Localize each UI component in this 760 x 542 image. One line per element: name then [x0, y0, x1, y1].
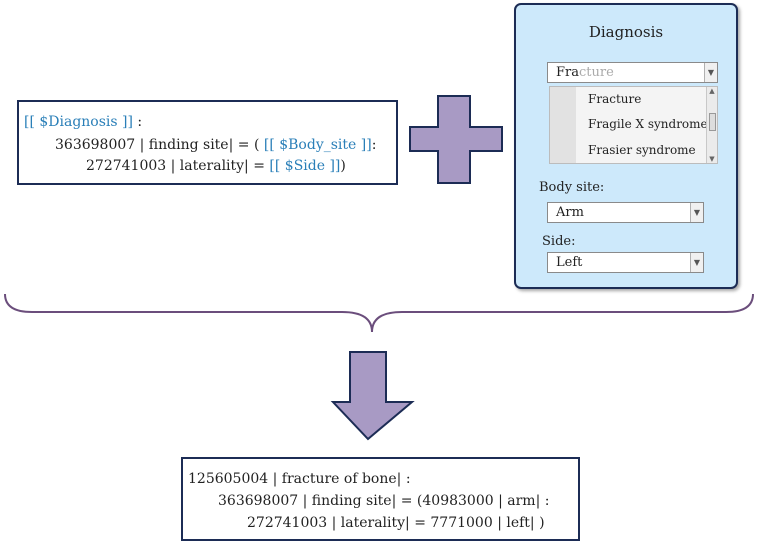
result-line-2: 363698007 | finding site| = (40983000 | …	[218, 493, 550, 509]
chevron-down-icon[interactable]: ▼	[704, 63, 717, 82]
chevron-down-icon[interactable]: ▼	[690, 203, 703, 222]
diagnosis-form-panel: Diagnosis Fracture ▼ Fracture Fragile X …	[514, 3, 738, 289]
diagnosis-search-combobox[interactable]: Fracture ▼	[547, 62, 718, 83]
template-expression-box: [[ $Diagnosis ]] : 363698007 | finding s…	[17, 100, 398, 185]
result-line-3: 272741003 | laterality| = 7771000 | left…	[247, 515, 545, 531]
side-select[interactable]: Left ▼	[547, 252, 704, 273]
arrow-down-icon	[330, 351, 415, 441]
diagnosis-typed-text: Fra	[556, 65, 579, 80]
body-site-placeholder: [[ $Body_site ]]	[263, 137, 372, 153]
concept-code: 363698007	[55, 137, 136, 153]
template-line-3: 272741003 | laterality| = [[ $Side ]])	[86, 158, 346, 174]
plus-icon	[409, 95, 503, 184]
body-site-label: Body site:	[539, 180, 605, 195]
diagnosis-autocomplete-hint: cture	[579, 65, 614, 80]
scroll-up-icon[interactable]: ▲	[709, 87, 715, 95]
template-line-2: 363698007 | finding site| = ( [[ $Body_s…	[55, 137, 377, 153]
scroll-down-icon[interactable]: ▼	[709, 155, 715, 163]
form-title: Diagnosis	[588, 23, 664, 41]
curly-brace-icon	[4, 293, 754, 333]
side-placeholder: [[ $Side ]]	[269, 158, 341, 174]
list-scrollbar[interactable]: ▲ ▼	[706, 87, 717, 163]
scroll-thumb[interactable]	[709, 113, 716, 131]
diagnosis-placeholder: [[ $Diagnosis ]]	[24, 114, 133, 130]
body-site-select[interactable]: Arm ▼	[547, 202, 704, 223]
template-line-1: [[ $Diagnosis ]] :	[24, 114, 143, 130]
diagnosis-suggestion-list[interactable]: Fracture Fragile X syndrome Frasier synd…	[549, 86, 718, 164]
chevron-down-icon[interactable]: ▼	[690, 253, 703, 272]
result-expression-box: 125605004 | fracture of bone| : 36369800…	[181, 457, 580, 541]
side-label: Side:	[542, 234, 576, 249]
result-line-1: 125605004 | fracture of bone| :	[188, 471, 411, 487]
concept-code: 272741003	[86, 158, 167, 174]
list-item[interactable]: Fragile X syndrome	[588, 117, 708, 131]
list-item[interactable]: Fracture	[588, 92, 642, 106]
list-item[interactable]: Frasier syndrome	[588, 143, 696, 157]
